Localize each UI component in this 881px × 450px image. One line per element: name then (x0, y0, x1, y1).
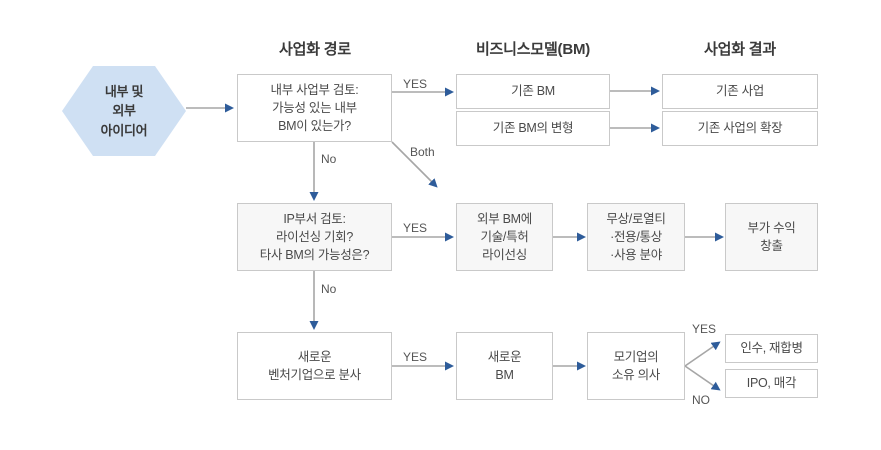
node-text-line: 모기업의 (613, 349, 659, 364)
node-text-line: IP부서 검토: (283, 211, 346, 226)
edge-label-no-internal-review: No (321, 152, 337, 166)
node-text-line: 외부 BM에 (477, 211, 532, 226)
node-text-line: 기존 사업의 확장 (697, 121, 783, 136)
edge-label-yes-internal-review: YES (403, 77, 428, 91)
column-title-result: 사업화 결과 (704, 41, 776, 58)
wire-ownership-yes (684, 341, 721, 367)
wire-ownership-no (684, 365, 721, 391)
node-text-line: 기존 사업 (716, 84, 764, 99)
node-text-line: 새로운 (297, 349, 332, 364)
node-text-line: 무상/로열티 (606, 211, 666, 226)
node-ipo-sale[interactable]: IPO, 매각 (725, 369, 818, 398)
node-text-line: 새로운 (487, 349, 522, 364)
node-text-line: 라이선싱 (482, 248, 527, 263)
node-text-line: 기존 BM의 변형 (492, 121, 574, 136)
node-royalty[interactable]: 무상/로열티 ·전용/통상 ·사용 분야 (587, 203, 685, 271)
node-new-bm[interactable]: 새로운 BM (456, 332, 553, 400)
node-acquisition-merger[interactable]: 인수, 재합병 (725, 334, 818, 363)
node-text-line: ·전용/통상 (610, 229, 662, 244)
node-parent-ownership[interactable]: 모기업의 소유 의사 (587, 332, 685, 400)
node-internal-review[interactable]: 내부 사업부 검토: 가능성 있는 내부 BM이 있는가? (237, 74, 392, 142)
node-modified-bm[interactable]: 기존 BM의 변형 (456, 111, 610, 146)
node-text-line: 창출 (760, 239, 783, 253)
edge-label-no-ip-review: No (321, 282, 337, 296)
node-text-line: 기술/특허 (480, 229, 529, 244)
column-title-bm: 비즈니스모델(BM) (475, 41, 591, 58)
node-text-line: ·사용 분야 (610, 248, 662, 263)
edge-label-yes-ip-review: YES (403, 221, 428, 235)
node-start-idea[interactable]: 내부 및 외부 아이디어 (62, 66, 186, 156)
node-external-licensing[interactable]: 외부 BM에 기술/특허 라이선싱 (456, 203, 553, 271)
column-title-path: 사업화 경로 (279, 41, 351, 58)
node-text-line: BM이 있는가? (278, 119, 351, 134)
node-text-line: 벤처기업으로 분사 (268, 368, 361, 382)
node-text-line: 부가 수익 (747, 220, 796, 235)
edge-label-no-ownership: NO (692, 393, 710, 407)
node-text-line: 아이디어 (100, 122, 148, 138)
node-spinoff[interactable]: 새로운 벤처기업으로 분사 (237, 332, 392, 400)
edge-label-yes-spinoff: YES (403, 350, 428, 364)
node-text-line: 소유 의사 (612, 368, 660, 382)
node-ip-review[interactable]: IP부서 검토: 라이선싱 기회? 타사 BM의 가능성은? (237, 203, 392, 271)
node-text-line: 내부 사업부 검토: (270, 82, 359, 97)
node-text-line: 가능성 있는 내부 (272, 100, 357, 115)
node-text-line: BM (495, 368, 514, 382)
node-existing-business[interactable]: 기존 사업 (662, 74, 818, 109)
node-text-line: IPO, 매각 (746, 376, 797, 391)
node-text-line: 기존 BM (511, 84, 555, 99)
node-extra-revenue[interactable]: 부가 수익 창출 (725, 203, 818, 271)
node-existing-bm[interactable]: 기존 BM (456, 74, 610, 109)
node-text-line: 외부 (112, 103, 136, 119)
node-text-line: 타사 BM의 가능성은? (259, 248, 370, 263)
node-start-idea-text: 내부 및 외부 아이디어 (101, 82, 148, 141)
edge-label-both: Both (410, 145, 435, 159)
edge-label-yes-ownership: YES (692, 322, 717, 336)
node-text-line: 인수, 재합병 (740, 341, 803, 356)
node-business-expansion[interactable]: 기존 사업의 확장 (662, 111, 818, 146)
node-text-line: 내부 및 (104, 83, 144, 99)
node-text-line: 라이선싱 기회? (275, 229, 354, 244)
